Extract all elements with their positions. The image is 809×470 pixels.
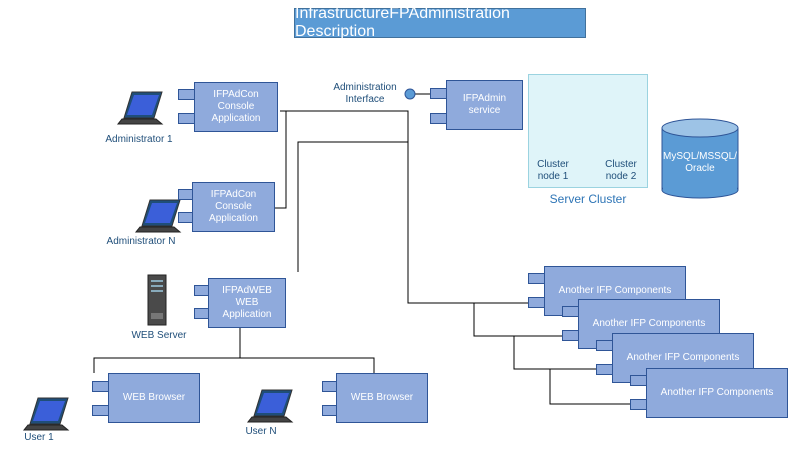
server-cluster-label: Server Cluster — [549, 192, 627, 206]
database-label: MySQL/MSSQL/ Oracle — [663, 151, 737, 174]
interface-lollipop — [404, 88, 416, 100]
userN-label: User N — [245, 426, 277, 437]
laptop-icon — [22, 397, 70, 431]
web-server-label: WEB Server — [131, 330, 187, 341]
server-icon — [147, 274, 167, 326]
connectors — [93, 93, 656, 405]
laptop-icon — [134, 199, 182, 233]
admin1-label: Administrator 1 — [105, 134, 173, 145]
browser1-box: WEB Browser — [108, 373, 200, 423]
diagram-title: InfrastructureFPAdministration Descripti… — [294, 5, 586, 40]
admin-service-box: IFPAdmin service — [446, 80, 523, 130]
adcon2-box: IFPAdCon Console Application — [192, 182, 275, 232]
user1-label: User 1 — [24, 432, 54, 443]
ifp4-box: Another IFP Components — [646, 368, 788, 418]
adweb-box: IFPAdWEB WEB Application — [208, 278, 286, 328]
browser2-box: WEB Browser — [336, 373, 428, 423]
cluster-node1-label: Cluster node 1 — [537, 159, 569, 182]
server-cluster-box — [528, 74, 648, 188]
database-icon — [661, 118, 739, 199]
adcon1-box: IFPAdCon Console Application — [194, 82, 278, 132]
laptop-icon — [116, 91, 164, 125]
cluster-node2-label: Cluster node 2 — [605, 159, 637, 182]
laptop-icon — [246, 389, 294, 423]
adminN-label: Administrator N — [106, 236, 176, 247]
admin-interface-label: Administration Interface — [333, 82, 397, 105]
